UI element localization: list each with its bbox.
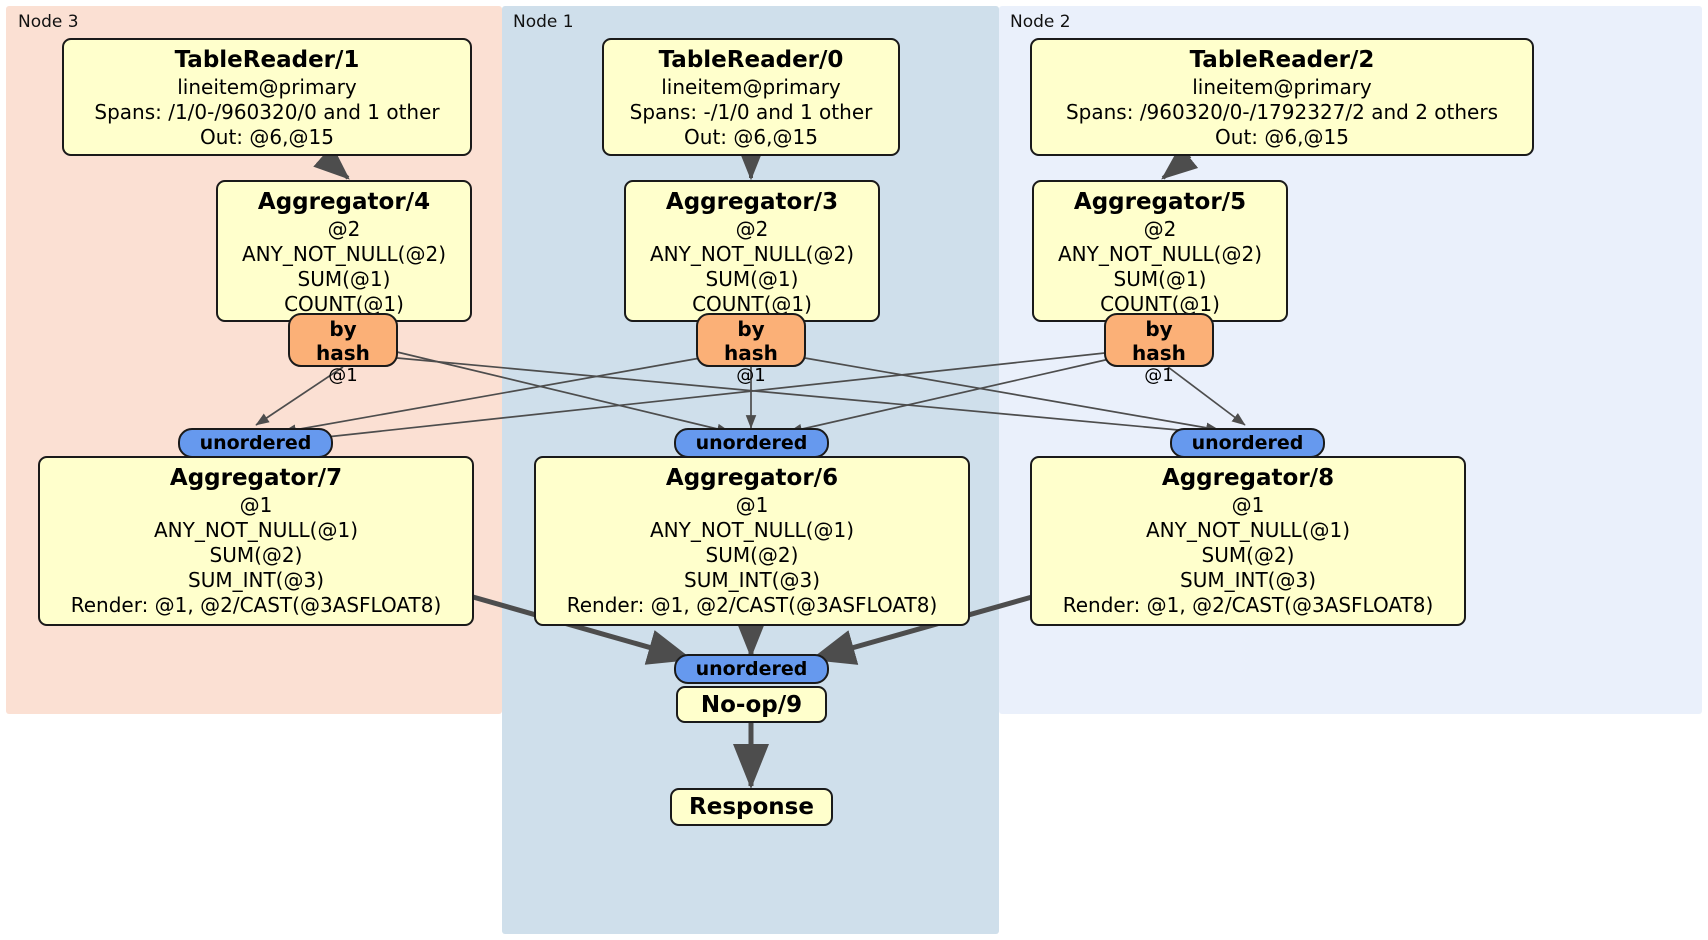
processor-tablereader-1[interactable]: TableReader/1 lineitem@primary Spans: /1… (62, 38, 472, 156)
processor-title: Response (689, 794, 814, 820)
processor-aggregator-7[interactable]: Aggregator/7 @1 ANY_NOT_NULL(@1) SUM(@2)… (38, 456, 474, 626)
synchronizer-unordered-final[interactable]: unordered (674, 654, 829, 684)
processor-line: SUM(@2) (209, 543, 303, 567)
processor-line: Spans: /960320/0-/1792327/2 and 2 others (1065, 100, 1498, 124)
router-key: @1 (328, 365, 358, 386)
processor-line: SUM_INT(@3) (188, 568, 324, 592)
processor-line: lineitem@primary (1192, 75, 1372, 99)
processor-title: No-op/9 (700, 691, 803, 718)
synchronizer-label: unordered (1191, 432, 1304, 454)
processor-line: SUM_INT(@3) (1180, 568, 1316, 592)
processor-line: @2 (327, 217, 361, 241)
processor-line: Spans: /1/0-/960320/0 and 1 other (94, 100, 440, 124)
processor-line: Render: @1, @2/CAST(@3ASFLOAT8) (566, 593, 938, 617)
processor-title: TableReader/0 (658, 47, 844, 73)
router-type: by hash (316, 317, 370, 365)
synchronizer-unordered-center[interactable]: unordered (674, 428, 829, 458)
processor-line: @2 (1143, 217, 1177, 241)
processor-title: Aggregator/4 (257, 189, 431, 215)
processor-title: Aggregator/3 (665, 189, 839, 215)
router-by-hash-center[interactable]: by hash @1 (696, 313, 806, 386)
processor-line: @2 (735, 217, 769, 241)
processor-aggregator-5[interactable]: Aggregator/5 @2 ANY_NOT_NULL(@2) SUM(@1)… (1032, 180, 1288, 322)
processor-title: Aggregator/7 (169, 465, 343, 491)
synchronizer-label: unordered (695, 432, 808, 454)
processor-line: SUM(@1) (705, 267, 799, 291)
processor-aggregator-3[interactable]: Aggregator/3 @2 ANY_NOT_NULL(@2) SUM(@1)… (624, 180, 880, 322)
processor-line: SUM_INT(@3) (684, 568, 820, 592)
processor-line: lineitem@primary (177, 75, 357, 99)
processor-tablereader-2[interactable]: TableReader/2 lineitem@primary Spans: /9… (1030, 38, 1534, 156)
node-label-node3: Node 3 (18, 12, 79, 32)
processor-line: SUM(@1) (297, 267, 391, 291)
processor-line: Render: @1, @2/CAST(@3ASFLOAT8) (70, 593, 442, 617)
processor-line: Out: @6,@15 (1215, 125, 1349, 149)
processor-title: Aggregator/8 (1161, 465, 1335, 491)
processor-line: Render: @1, @2/CAST(@3ASFLOAT8) (1062, 593, 1434, 617)
router-by-hash-left[interactable]: by hash @1 (288, 313, 398, 386)
processor-line: COUNT(@1) (1100, 292, 1220, 316)
processor-line: SUM(@2) (705, 543, 799, 567)
processor-line: lineitem@primary (661, 75, 841, 99)
processor-line: Out: @6,@15 (200, 125, 334, 149)
node-label-node1: Node 1 (513, 12, 574, 32)
synchronizer-unordered-right[interactable]: unordered (1170, 428, 1325, 458)
node-label-node2: Node 2 (1010, 12, 1071, 32)
synchronizer-label: unordered (695, 658, 808, 680)
synchronizer-unordered-left[interactable]: unordered (178, 428, 333, 458)
processor-response[interactable]: Response (670, 788, 833, 826)
router-type: by hash (1132, 317, 1186, 365)
processor-line: ANY_NOT_NULL(@1) (1146, 518, 1350, 542)
processor-title: TableReader/2 (1189, 47, 1375, 73)
processor-line: @1 (1231, 493, 1265, 517)
processor-line: Spans: -/1/0 and 1 other (629, 100, 873, 124)
processor-title: Aggregator/6 (665, 465, 839, 491)
processor-noop-9[interactable]: No-op/9 (676, 686, 827, 723)
processor-title: TableReader/1 (174, 47, 360, 73)
processor-line: ANY_NOT_NULL(@2) (650, 242, 854, 266)
processor-tablereader-0[interactable]: TableReader/0 lineitem@primary Spans: -/… (602, 38, 900, 156)
router-key: @1 (736, 365, 766, 386)
processor-line: ANY_NOT_NULL(@1) (154, 518, 358, 542)
processor-line: @1 (735, 493, 769, 517)
processor-line: COUNT(@1) (692, 292, 812, 316)
processor-line: ANY_NOT_NULL(@2) (242, 242, 446, 266)
processor-aggregator-8[interactable]: Aggregator/8 @1 ANY_NOT_NULL(@1) SUM(@2)… (1030, 456, 1466, 626)
router-type: by hash (724, 317, 778, 365)
processor-line: ANY_NOT_NULL(@2) (1058, 242, 1262, 266)
processor-aggregator-4[interactable]: Aggregator/4 @2 ANY_NOT_NULL(@2) SUM(@1)… (216, 180, 472, 322)
synchronizer-label: unordered (199, 432, 312, 454)
processor-aggregator-6[interactable]: Aggregator/6 @1 ANY_NOT_NULL(@1) SUM(@2)… (534, 456, 970, 626)
processor-line: SUM(@1) (1113, 267, 1207, 291)
processor-line: ANY_NOT_NULL(@1) (650, 518, 854, 542)
processor-line: COUNT(@1) (284, 292, 404, 316)
processor-line: @1 (239, 493, 273, 517)
router-by-hash-right[interactable]: by hash @1 (1104, 313, 1214, 386)
processor-line: SUM(@2) (1201, 543, 1295, 567)
processor-title: Aggregator/5 (1073, 189, 1247, 215)
processor-line: Out: @6,@15 (684, 125, 818, 149)
router-key: @1 (1144, 365, 1174, 386)
